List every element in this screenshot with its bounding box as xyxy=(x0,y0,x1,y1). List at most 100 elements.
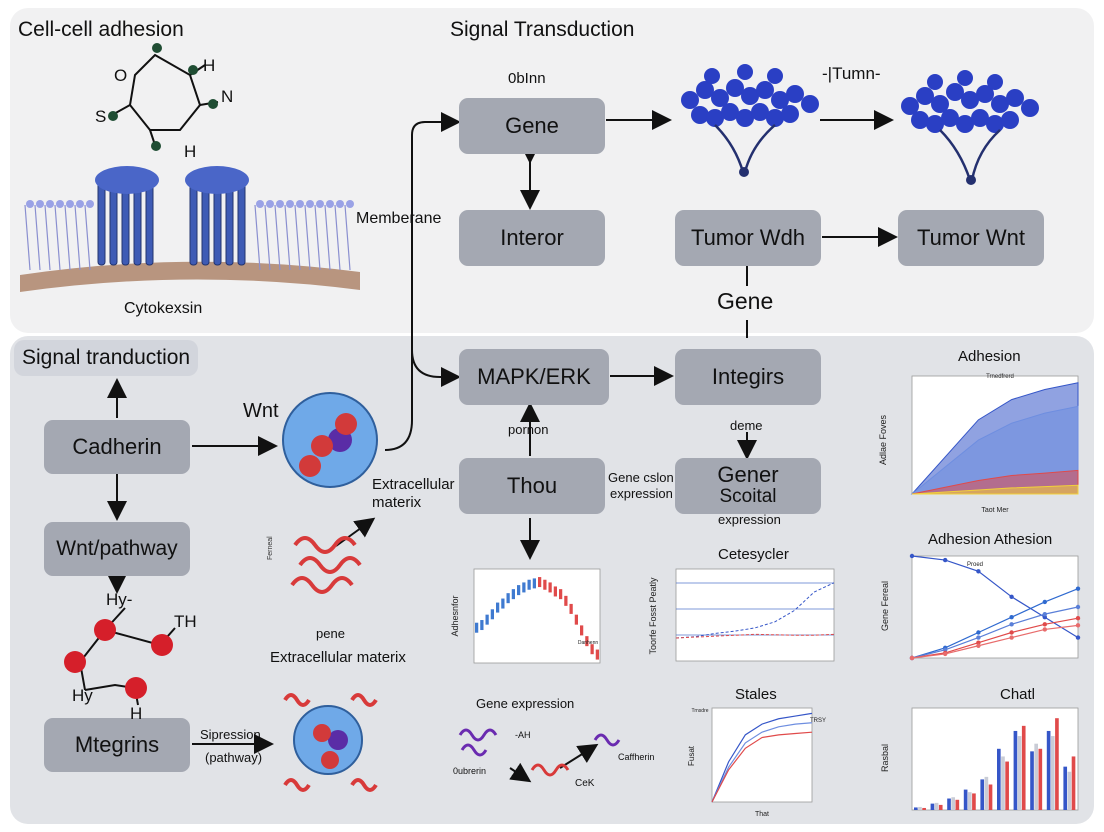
bar xyxy=(511,589,515,600)
label-cytokexsin: Cytokexsin xyxy=(124,300,203,317)
bar xyxy=(938,804,943,810)
label-pathway: (pathway) xyxy=(205,750,263,765)
bar xyxy=(559,589,563,600)
bar xyxy=(980,779,985,810)
line-point xyxy=(976,569,981,574)
chart0-legend: Trnedfrerd xyxy=(986,374,1014,380)
title-signal-tranduction: Signal tranduction xyxy=(14,340,199,376)
mol-top-h2: H xyxy=(184,142,197,161)
label-expression-low: expression xyxy=(718,512,781,527)
bar xyxy=(538,577,542,588)
bar xyxy=(1067,771,1072,810)
box-mtegrins: Mtegrins xyxy=(44,718,190,772)
label-caffherin: Caffherin xyxy=(618,752,655,762)
mol-top-s: S xyxy=(95,107,107,126)
line-series xyxy=(675,633,835,639)
label-pene: pene xyxy=(316,626,345,641)
bar xyxy=(997,748,1001,810)
bar xyxy=(1001,756,1005,810)
bar xyxy=(914,807,918,810)
bar xyxy=(522,582,526,593)
chart-frame xyxy=(473,568,601,664)
line-point xyxy=(943,651,948,657)
chart-title-adhesion-athesion: Adhesion Athesion xyxy=(928,531,1053,548)
box-gener: Gener Scoital xyxy=(675,458,821,514)
bar xyxy=(475,622,479,633)
line-point xyxy=(943,557,948,563)
label-obinn: 0bInn xyxy=(508,70,546,87)
mol-left-hy1: Hy- xyxy=(106,590,133,609)
box-integirs: Integirs xyxy=(675,349,821,405)
mol-left-hy2: Hy xyxy=(72,686,93,705)
chart2-ylabel: Rasbal xyxy=(880,744,890,772)
line-point xyxy=(1009,622,1014,627)
bar xyxy=(963,789,968,810)
line-point xyxy=(1075,635,1081,640)
mol-left-h: H xyxy=(130,704,143,723)
label-deme: deme xyxy=(730,418,763,433)
title-signal-transduction: Signal Transduction xyxy=(450,18,635,41)
bar xyxy=(590,644,594,655)
arrow-gene-exp-1 xyxy=(509,762,532,783)
line-point xyxy=(1042,615,1048,620)
bar xyxy=(564,595,568,606)
chart-title-adhesion: Adhesion xyxy=(958,348,1021,365)
chart-frame xyxy=(911,555,1079,659)
label-oubrerin: 0ubrerin xyxy=(453,766,487,776)
line-point xyxy=(1075,604,1081,610)
line-point xyxy=(1042,599,1048,605)
bar xyxy=(1050,736,1055,810)
line-point xyxy=(1009,630,1014,635)
chart0-xlabel: Taot Mer xyxy=(981,507,1009,514)
bar xyxy=(490,609,494,620)
bar xyxy=(951,797,955,810)
line-series xyxy=(911,555,1079,639)
line-point xyxy=(1075,623,1081,628)
bar xyxy=(922,807,926,810)
box-tumor-wnt: Tumor Wnt xyxy=(898,210,1044,266)
label-pornon: pornon xyxy=(508,422,549,437)
bar xyxy=(501,598,505,609)
bar xyxy=(1034,743,1038,810)
bar xyxy=(947,798,951,810)
bar xyxy=(480,620,484,631)
box-tumor-wdh: Tumor Wdh xyxy=(675,210,821,266)
bar xyxy=(1005,761,1009,810)
mol-left-th: TH xyxy=(174,612,197,631)
bar xyxy=(1063,766,1068,810)
chart1-legend: Proed xyxy=(967,562,983,568)
bar xyxy=(934,802,939,810)
bar xyxy=(1013,730,1018,810)
arrow-to-mapk xyxy=(411,349,461,387)
line-series xyxy=(675,582,835,639)
bar xyxy=(1021,725,1026,810)
bar xyxy=(485,614,489,625)
line-series xyxy=(911,624,1079,659)
bar xyxy=(574,614,578,625)
arrow-wnt-to-gene xyxy=(384,112,461,451)
label-extracellular-matrix-2: Extracellular materix xyxy=(270,649,406,666)
mol-top-o: O xyxy=(114,66,128,85)
line-point xyxy=(976,635,981,640)
mol-top-h1: H xyxy=(203,56,216,75)
line-series xyxy=(911,588,1079,659)
line-point xyxy=(976,630,981,635)
bar xyxy=(585,636,589,647)
bar xyxy=(1046,730,1051,810)
box-thou: Thou xyxy=(459,458,605,514)
arrow-gene-exp-2 xyxy=(559,743,599,769)
label-extracellular-matrix-1: Extracellular materix xyxy=(372,476,455,511)
bar xyxy=(972,793,976,810)
chart3-ylabel: Adhesnfor xyxy=(450,595,460,636)
bar xyxy=(569,603,573,614)
line-point xyxy=(1075,586,1081,591)
box-mapk-erk: MAPK/ERK xyxy=(459,349,609,405)
line-point xyxy=(943,647,948,653)
line-point xyxy=(1042,622,1048,627)
box-interor: Interor xyxy=(459,210,605,266)
